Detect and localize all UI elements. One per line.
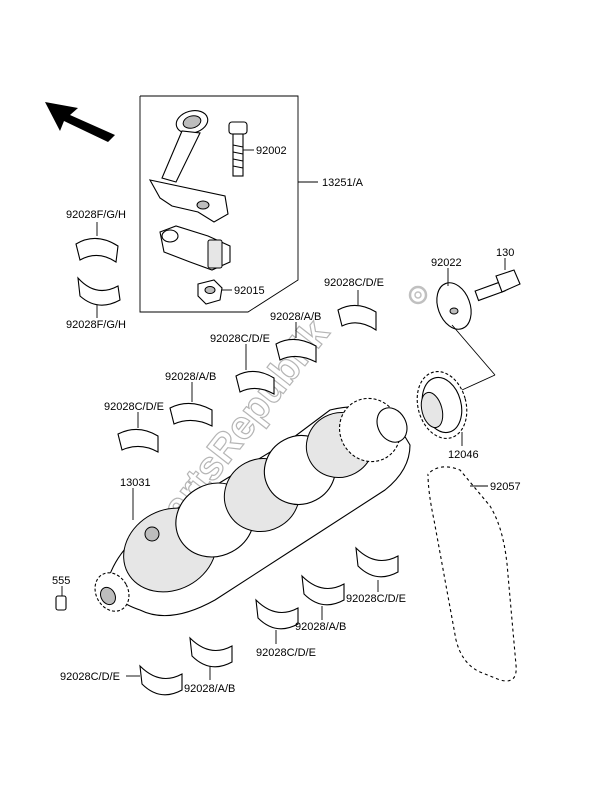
bearing-ab-lower-1 (301, 574, 345, 606)
callout-92028ab-1: 92028/A/B (270, 311, 321, 323)
bearing-ab-lower-2 (189, 636, 233, 668)
callout-92028cde-2: 92028C/D/E (210, 333, 270, 345)
connecting-rod (148, 110, 231, 271)
dowel-pin (55, 595, 67, 611)
rod-nut (197, 279, 223, 305)
bearing-cde-upper-2 (235, 370, 275, 395)
callout-555: 555 (52, 575, 70, 587)
bearing-fgh-top (75, 237, 119, 263)
callout-92022: 92022 (431, 257, 462, 269)
callout-92028ab-3: 92028/A/B (295, 621, 346, 633)
bearing-ab-upper-2 (169, 402, 213, 427)
callout-13031: 13031 (120, 477, 151, 489)
crankshaft (94, 397, 411, 617)
bearing-fgh-bottom (77, 276, 121, 306)
callout-92028fgh-top: 92028F/G/H (66, 209, 126, 221)
timing-chain (426, 465, 518, 683)
callout-92028cde-4: 92028C/D/E (346, 593, 406, 605)
bearing-cde-lower-2 (255, 598, 299, 630)
rod-bolt (228, 121, 248, 177)
callout-13251a: 13251/A (322, 177, 364, 189)
callout-130: 130 (496, 247, 514, 259)
bearing-cde-upper-3 (117, 428, 159, 453)
direction-arrow-icon (45, 102, 115, 142)
callout-92028cde-5: 92028C/D/E (256, 647, 316, 659)
connecting-rod-box (139, 95, 318, 313)
washer (436, 282, 472, 330)
gear-icon (408, 285, 428, 305)
callout-12046: 12046 (448, 449, 479, 461)
callout-92028cde-1: 92028C/D/E (324, 277, 384, 289)
bearing-cde-lower-3 (139, 664, 183, 696)
bearing-cde-lower-1 (355, 546, 399, 578)
callout-92057: 92057 (490, 481, 521, 493)
bearing-cde-upper-1 (337, 304, 377, 332)
callout-92028ab-4: 92028/A/B (184, 683, 235, 695)
bearing-ab-upper-1 (275, 338, 317, 363)
callout-92028fgh-bottom: 92028F/G/H (66, 319, 126, 331)
callout-92028cde-6: 92028C/D/E (60, 671, 120, 683)
crank-bolt (474, 269, 521, 302)
crank-sprocket (416, 371, 468, 439)
callout-92028cde-3: 92028C/D/E (104, 401, 164, 413)
callout-92028ab-2: 92028/A/B (165, 371, 216, 383)
callout-92002: 92002 (256, 145, 287, 157)
callout-92015: 92015 (234, 285, 265, 297)
